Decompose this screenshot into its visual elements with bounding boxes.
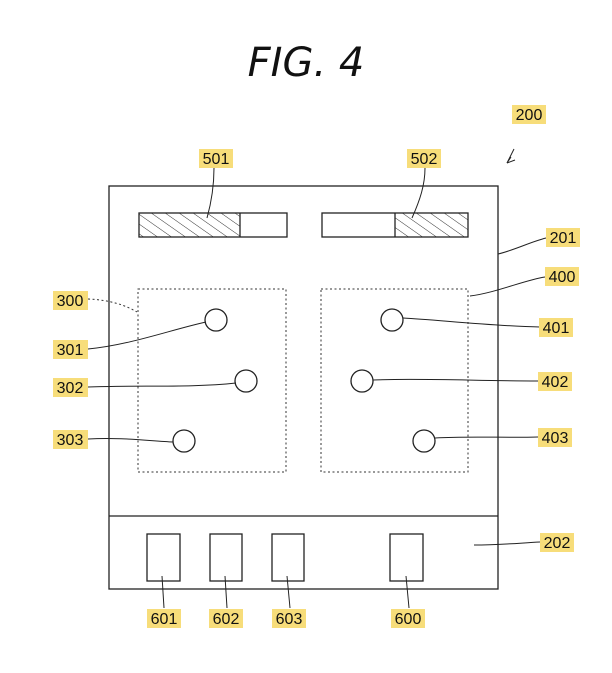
left-group-region xyxy=(137,288,287,473)
left-bar-indicator xyxy=(138,212,288,238)
label-300: 300 xyxy=(57,293,84,310)
device-outline xyxy=(108,185,499,590)
button-601 xyxy=(146,533,181,582)
label-602: 602 xyxy=(213,611,240,628)
label-401: 401 xyxy=(543,320,570,337)
label-502: 502 xyxy=(411,151,438,168)
right-bar-indicator xyxy=(321,212,469,238)
label-501: 501 xyxy=(203,151,230,168)
label-400: 400 xyxy=(549,269,576,286)
label-201: 201 xyxy=(550,230,577,247)
label-highlights xyxy=(53,105,580,628)
label-600: 600 xyxy=(395,611,422,628)
button-603 xyxy=(271,533,305,582)
right-dot-3 xyxy=(412,429,436,453)
left-dot-2 xyxy=(234,369,258,393)
button-602 xyxy=(209,533,243,582)
right-dot-2 xyxy=(350,369,374,393)
right-group-region xyxy=(320,288,469,473)
label-202: 202 xyxy=(544,535,571,552)
left-dot-1 xyxy=(204,308,228,332)
label-601: 601 xyxy=(151,611,178,628)
label-302: 302 xyxy=(57,380,84,397)
label-403: 403 xyxy=(542,430,569,447)
figure-title: FIG. 4 xyxy=(248,40,365,86)
label-603: 603 xyxy=(276,611,303,628)
leader-lines xyxy=(87,148,547,609)
left-dot-3 xyxy=(172,429,196,453)
right-dot-1 xyxy=(380,308,404,332)
label-303: 303 xyxy=(57,432,84,449)
label-200: 200 xyxy=(516,107,543,124)
label-402: 402 xyxy=(542,374,569,391)
label-301: 301 xyxy=(57,342,84,359)
button-600 xyxy=(389,533,424,582)
